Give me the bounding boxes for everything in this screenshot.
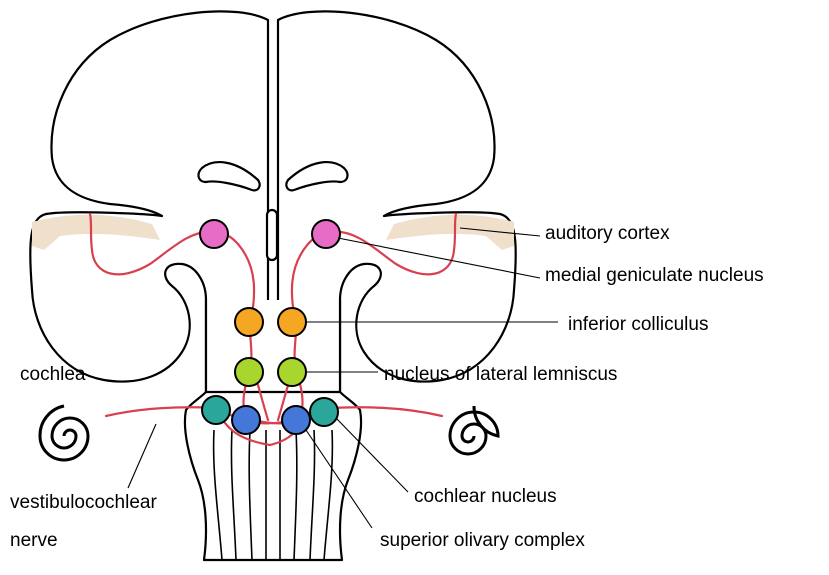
label-cochlea: cochlea — [20, 364, 86, 385]
cochlear-nucleus-left — [202, 396, 230, 424]
cochlea-left-icon — [40, 406, 88, 460]
cochlea-right-icon — [450, 406, 498, 454]
lateral-lemniscus-right — [278, 358, 306, 386]
label-auditory-cortex: auditory cortex — [545, 223, 670, 244]
label-inferior-colliculus: inferior colliculus — [568, 314, 708, 335]
brain-outline — [30, 11, 516, 560]
lateral-lemniscus-left — [235, 358, 263, 386]
label-superior-olivary-complex: superior olivary complex — [380, 530, 585, 551]
cochlear-nucleus-right — [310, 398, 338, 426]
inferior-colliculus-right — [278, 308, 306, 336]
medial-geniculate-right — [312, 220, 340, 248]
label-cochlear-nucleus: cochlear nucleus — [414, 486, 557, 507]
medial-geniculate-left — [200, 220, 228, 248]
label-medial-geniculate-nucleus: medial geniculate nucleus — [545, 265, 764, 286]
superior-olivary-right — [282, 406, 310, 434]
inferior-colliculus-left — [235, 308, 263, 336]
label-vestibulocochlear: vestibulocochlear — [10, 492, 157, 513]
label-nerve: nerve — [10, 530, 58, 551]
superior-olivary-left — [232, 406, 260, 434]
label-nucleus-lateral-lemniscus: nucleus of lateral lemniscus — [384, 364, 617, 385]
